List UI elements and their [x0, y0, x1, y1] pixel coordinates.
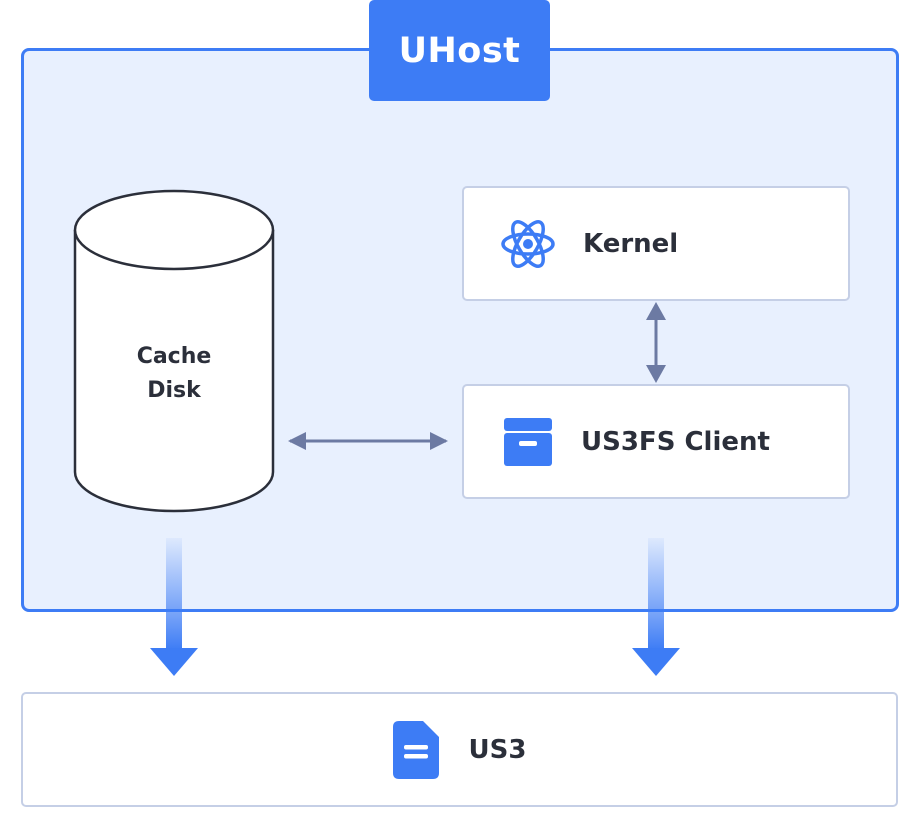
atom-icon: [500, 216, 556, 272]
document-icon: [392, 720, 439, 779]
us3fs-client-label: US3FS Client: [581, 426, 770, 457]
cache-disk-label: Cache Disk: [74, 340, 274, 408]
cache-disk-label-line1: Cache: [136, 344, 212, 369]
kernel-label: Kernel: [583, 228, 679, 259]
cache-disk-label-line2: Disk: [147, 378, 201, 403]
uhost-title-text: UHost: [398, 30, 521, 71]
archive-box-icon: [502, 416, 554, 468]
kernel-card: Kernel: [462, 186, 850, 301]
us3fs-client-card: US3FS Client: [462, 384, 850, 499]
us3-card: US3: [21, 692, 898, 807]
uhost-title: UHost: [369, 0, 550, 101]
uhost-container: [21, 48, 899, 612]
us3-label: US3: [468, 734, 527, 765]
